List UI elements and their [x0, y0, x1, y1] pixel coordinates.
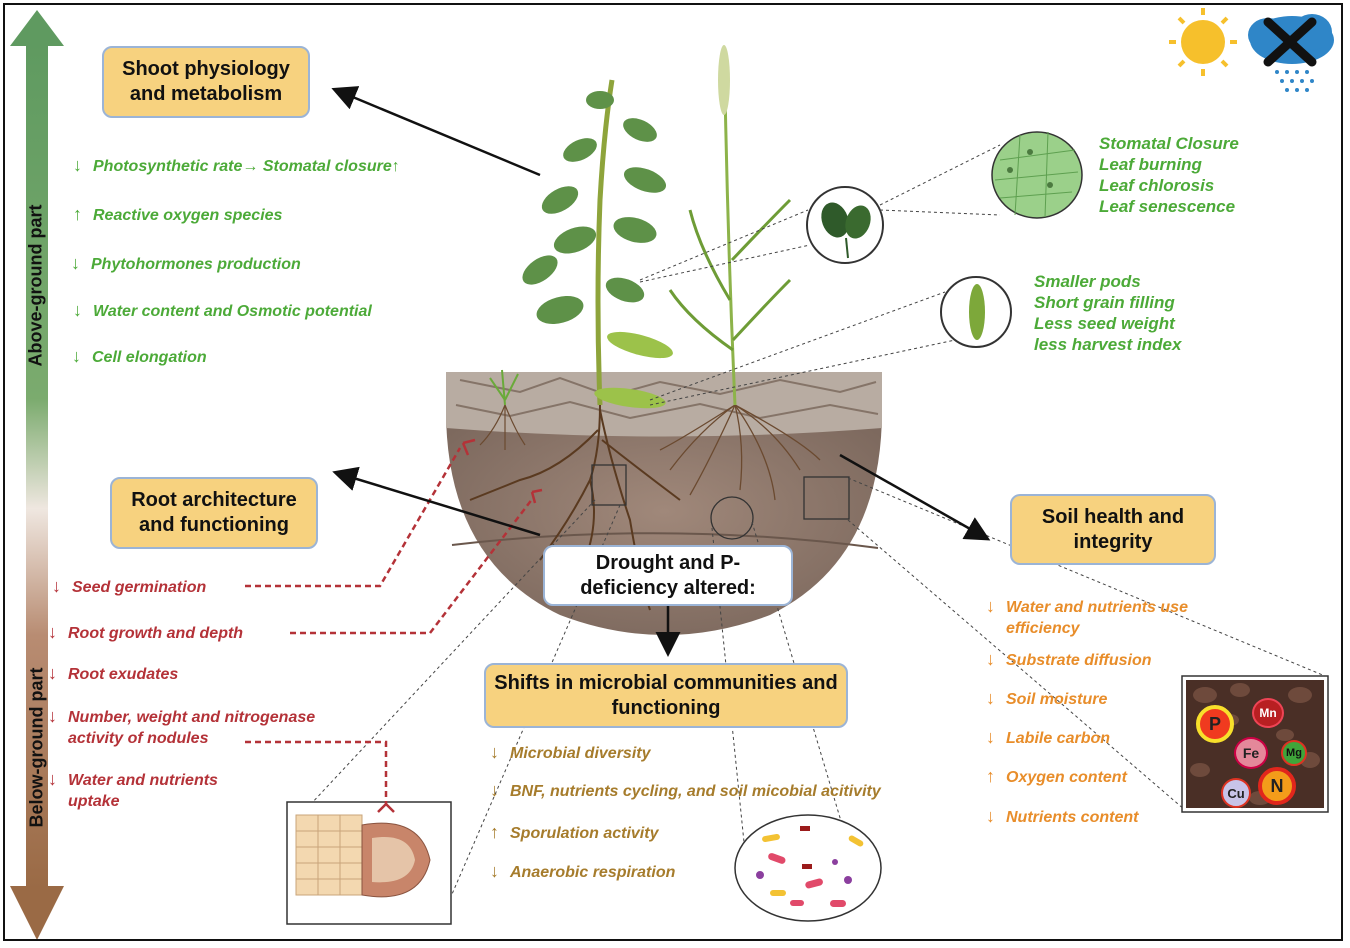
- down-arrow-icon: ↓: [490, 861, 499, 881]
- microbe-item: ↓Microbial diversity: [490, 742, 651, 762]
- soil-item: ↓Soil moisture: [986, 688, 1108, 708]
- vertical-axis-arrow: [10, 10, 64, 940]
- shoot-item: ↓Cell elongation: [72, 346, 207, 366]
- soil-item: ↓Substrate diffusion: [986, 649, 1152, 669]
- root-item: ↓Root exudates: [48, 663, 179, 683]
- shoot-item: ↑Reactive oxygen species: [73, 204, 283, 224]
- down-arrow-icon: ↓: [73, 155, 82, 175]
- pod-effect: Short grain filling: [1034, 293, 1175, 312]
- soil-item: ↓Nutrients content: [986, 806, 1139, 826]
- down-arrow-icon: ↓: [986, 806, 995, 826]
- wheat-plant: [668, 45, 792, 406]
- seedling: [489, 369, 519, 406]
- down-arrow-icon: ↓: [986, 727, 995, 747]
- down-arrow-icon: ↓: [48, 663, 57, 683]
- microbial-shifts-box: Shifts in microbial communities and func…: [484, 663, 848, 728]
- nutrient-badge-mn: Mn: [1252, 698, 1284, 728]
- shoot-item: ↓Photosynthetic rate→ Stomatal closure↑: [73, 155, 400, 175]
- down-arrow-icon: ↓: [986, 596, 995, 616]
- bean-plant: [522, 79, 673, 409]
- nutrient-badge-n: N: [1258, 767, 1296, 805]
- leaf-effect: Stomatal Closure: [1099, 134, 1239, 153]
- nutrient-badge-fe: Fe: [1234, 737, 1268, 769]
- cross-icon: [1263, 17, 1317, 67]
- below-ground-label: Below-ground part: [26, 667, 47, 828]
- microbe-item: ↑Sporulation activity: [490, 822, 659, 842]
- up-arrow-icon: ↑: [73, 204, 82, 224]
- soil-item: ↓Labile carbon: [986, 727, 1111, 747]
- shoot-physiology-box: Shoot physiology and metabolism: [102, 46, 310, 118]
- microbes-zoom-icon: [734, 814, 882, 922]
- soil-item: ↓Water and nutrients use efficiency: [986, 596, 1188, 637]
- root-connectors: [245, 447, 534, 805]
- down-arrow-icon: ↓: [48, 706, 57, 726]
- soil-item: ↑Oxygen content: [986, 766, 1127, 786]
- down-arrow-icon: ↓: [986, 688, 995, 708]
- pod-effect: Less seed weight: [1034, 314, 1175, 333]
- microbe-item: ↓BNF, nutrients cycling, and soil micobi…: [490, 780, 881, 800]
- seedling-roots: [479, 404, 526, 450]
- root-item: ↓Root growth and depth: [48, 622, 244, 642]
- root-item: ↓Seed germination: [52, 576, 207, 596]
- root-item: ↓Water and nutrients uptake: [48, 769, 218, 810]
- down-arrow-icon: ↓: [490, 742, 499, 762]
- pod-zoom-icon: [940, 276, 1012, 348]
- microbe-zoom-circle: [710, 496, 754, 540]
- shoot-item: ↓Water content and Osmotic potential: [73, 300, 372, 320]
- down-arrow-icon: ↓: [52, 576, 61, 596]
- shoot-item: ↓Phytohormones production: [71, 253, 301, 273]
- rhizosphere-square-1: [591, 464, 627, 506]
- soil-health-box: Soil health and integrity: [1010, 494, 1216, 565]
- up-arrow-icon: ↑: [490, 822, 499, 842]
- nutrient-badge-p: P: [1196, 705, 1234, 743]
- root-item: ↓Number, weight and nitrogenase activity…: [48, 706, 316, 747]
- down-arrow-icon: ↓: [71, 253, 80, 273]
- nutrient-badge-mg: Mg: [1281, 740, 1307, 766]
- down-arrow-icon: ↓: [72, 346, 81, 366]
- leaf-zoom-icon: [806, 186, 884, 264]
- leaf-effect: Leaf burning: [1099, 155, 1202, 174]
- rhizosphere-square-2: [803, 476, 850, 520]
- leaf-effect: Leaf chlorosis: [1099, 176, 1215, 195]
- stomata-zoom-icon: [991, 131, 1083, 219]
- center-heading-box: Drought and P-deficiency altered:: [543, 545, 793, 606]
- microbe-item: ↓Anaerobic respiration: [490, 861, 676, 881]
- down-arrow-icon: ↓: [48, 769, 57, 789]
- up-arrow-icon: ↑: [986, 766, 995, 786]
- down-arrow-icon: ↓: [73, 300, 82, 320]
- sun-icon: [1169, 8, 1237, 76]
- root-architecture-box: Root architecture and functioning: [110, 477, 318, 549]
- wheat-roots: [659, 404, 821, 501]
- down-arrow-icon: ↓: [490, 780, 499, 800]
- above-ground-label: Above-ground part: [25, 204, 46, 367]
- figure-frame: [3, 3, 1343, 941]
- pointer-arrows: [331, 86, 991, 657]
- down-arrow-icon: ↓: [48, 622, 57, 642]
- pod-effect: less harvest index: [1034, 335, 1182, 354]
- pod-effect: Smaller pods: [1034, 272, 1141, 291]
- leaf-effect: Leaf senescence: [1099, 197, 1236, 216]
- down-arrow-icon: ↓: [986, 649, 995, 669]
- nodule-zoom-icon: [286, 801, 452, 925]
- nutrient-badge-cu: Cu: [1221, 778, 1251, 808]
- up-arrow-icon: ↑: [391, 158, 400, 175]
